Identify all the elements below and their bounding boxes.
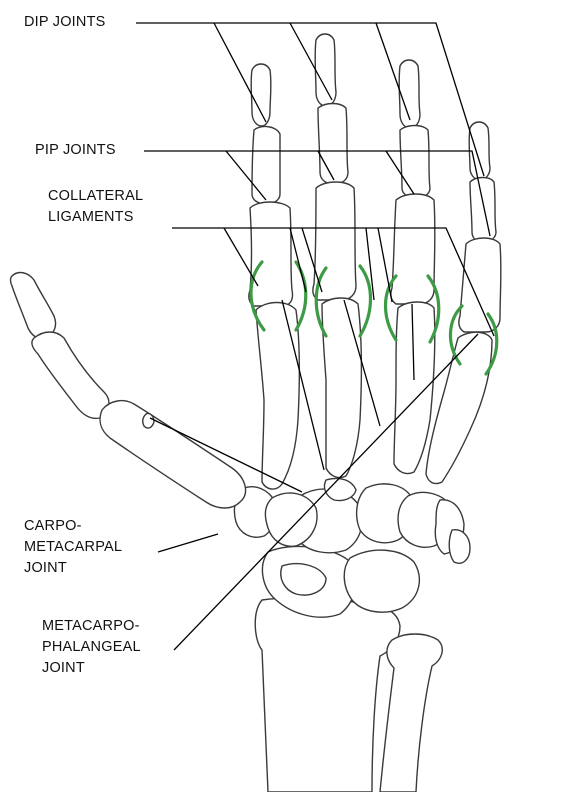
thumb-bones bbox=[11, 273, 246, 508]
carpal-bones bbox=[234, 478, 470, 617]
dip-joints-text: DIP JOINTS bbox=[24, 12, 106, 33]
cmc-line-1: CARPO- bbox=[24, 516, 122, 537]
mcp-line-3: JOINT bbox=[42, 658, 141, 679]
pip-joints-text: PIP JOINTS bbox=[35, 140, 116, 161]
pip-joints-label: PIP JOINTS bbox=[35, 140, 116, 161]
dip-joints-label: DIP JOINTS bbox=[24, 12, 106, 33]
collateral-line-1: COLLATERAL bbox=[48, 186, 143, 207]
carpometacarpal-joint-label: CARPO- METACARPAL JOINT bbox=[24, 516, 122, 579]
collateral-ligaments-label: COLLATERAL LIGAMENTS bbox=[48, 186, 143, 228]
index-finger-bones bbox=[249, 64, 300, 489]
metacarpophalangeal-joint-label: METACARPO- PHALANGEAL JOINT bbox=[42, 616, 141, 679]
ulna-bone bbox=[380, 634, 442, 792]
middle-finger-bones bbox=[313, 34, 362, 478]
collateral-line-2: LIGAMENTS bbox=[48, 207, 143, 228]
radius-bone bbox=[255, 598, 400, 792]
dip-leader-lines bbox=[136, 23, 484, 176]
mcp-line-2: PHALANGEAL bbox=[42, 637, 141, 658]
cmc-line-2: METACARPAL bbox=[24, 537, 122, 558]
mcp-line-1: METACARPO- bbox=[42, 616, 141, 637]
cmc-line-3: JOINT bbox=[24, 558, 122, 579]
ring-finger-bones bbox=[391, 60, 435, 474]
